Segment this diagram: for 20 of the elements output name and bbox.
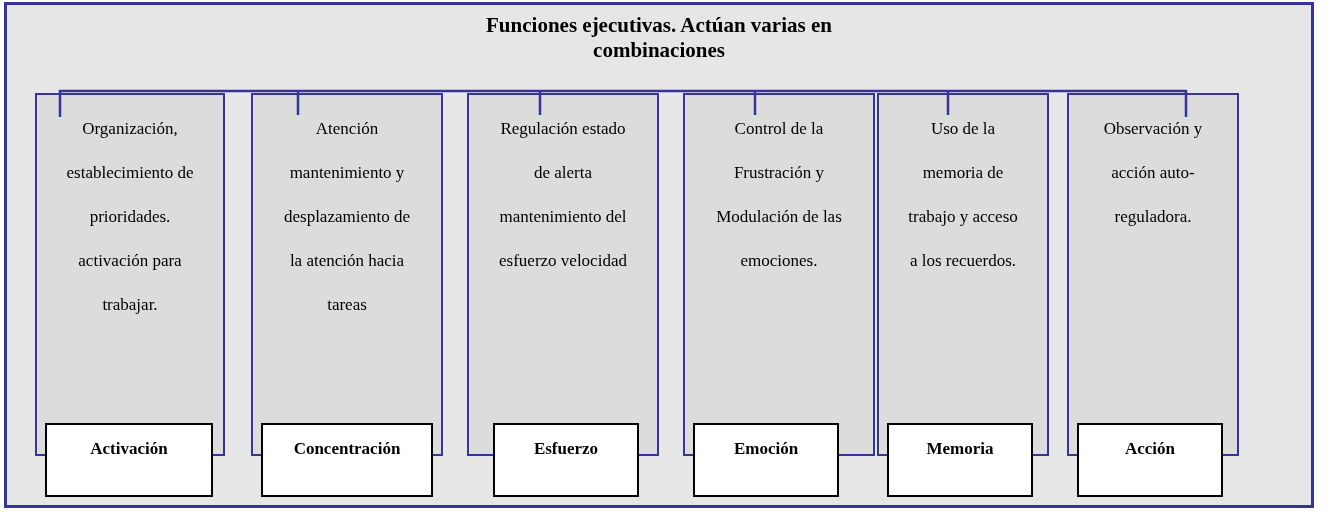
description-text: Observación y acción auto- reguladora. [1102,118,1204,228]
function-column [683,93,875,456]
function-column [1067,93,1239,456]
description-text: Organización, establecimiento de prioridades. activación para trabajar. [65,118,195,316]
description-text: Control de la Frustración y Modulación de las emociones. [715,118,843,272]
function-label: Esfuerzo [493,423,639,497]
function-column [251,93,443,456]
function-label: Emoción [693,423,839,497]
function-column [35,93,225,456]
function-label: Concentración [261,423,433,497]
description-text: Uso de la memoria de trabajo y acceso a los recuerdos. [907,118,1019,272]
function-label: Memoria [887,423,1033,497]
diagram-frame [4,2,1314,508]
description-text: Atención mantenimiento y desplazamiento de la atención hacia tareas [283,118,411,316]
function-label: Activación [45,423,213,497]
description-text: Regulación estado de alerta mantenimiento del esfuerzo velocidad [498,118,628,272]
function-column [877,93,1049,456]
function-column [467,93,659,456]
heading: Funciones ejecutivas. Actúan varias en combinaciones [485,13,833,63]
function-label: Acción [1077,423,1223,497]
